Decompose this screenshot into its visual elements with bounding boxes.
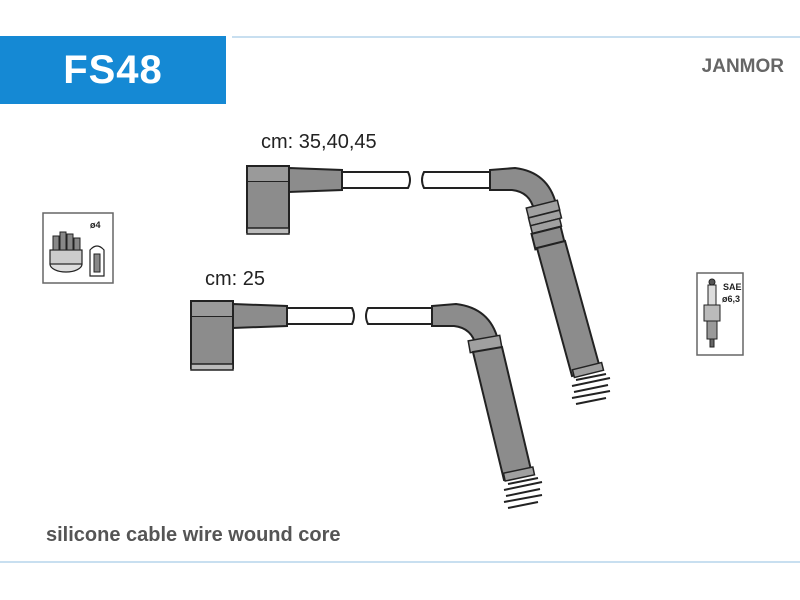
distributor-cap-icon: ø4 <box>42 212 114 284</box>
brand-name: JANMOR <box>701 56 784 77</box>
product-code: FS48 <box>63 48 163 92</box>
wire-segment <box>286 307 355 325</box>
spark-boot-short <box>431 302 543 509</box>
cable-length-label-long: cm: 35,40,45 <box>261 131 377 153</box>
plug-size-label: ø6,3 <box>722 294 740 304</box>
header-band <box>0 36 226 104</box>
distributor-boot-short <box>190 300 288 371</box>
wire-segment <box>341 171 411 189</box>
header-divider <box>232 36 800 38</box>
cable-long <box>246 165 611 405</box>
footer-divider <box>0 561 800 563</box>
wire-segment <box>365 307 433 325</box>
distributor-boot-long <box>246 165 343 235</box>
cable-length-label-short: cm: 25 <box>205 268 266 290</box>
pin-size-label: ø4 <box>90 220 101 230</box>
cable-short <box>190 300 543 509</box>
wire-segment <box>421 171 491 189</box>
plug-type-label: SAE <box>723 282 742 292</box>
spark-boot-long <box>489 166 611 405</box>
spark-plug-icon: SAE ø6,3 <box>696 272 744 356</box>
cable-description: silicone cable wire wound core <box>46 524 341 546</box>
